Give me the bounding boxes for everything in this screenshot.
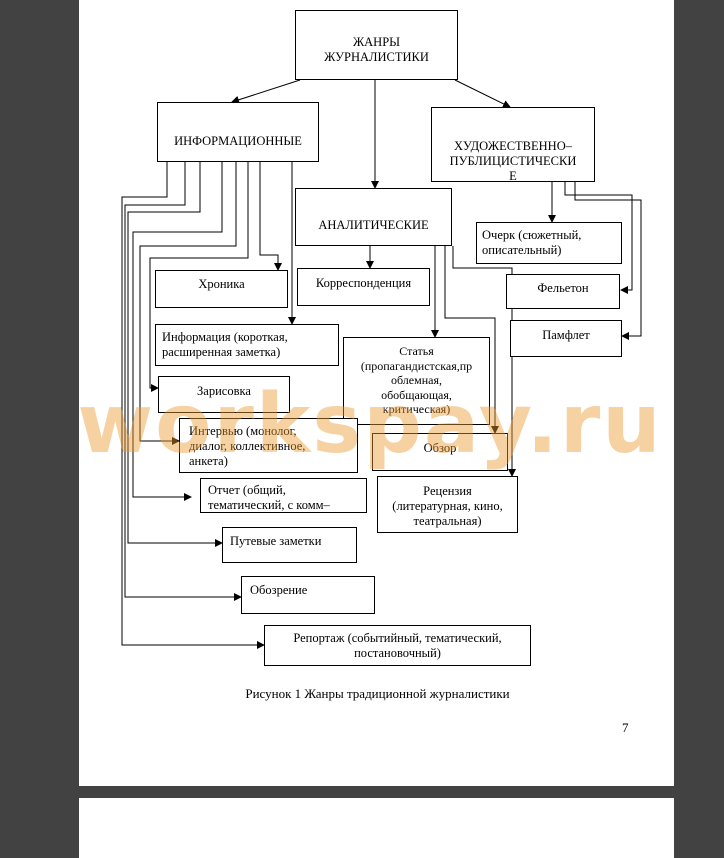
next-page [79, 798, 674, 858]
node-interview: Интервью (монолог, диалог, коллективное,… [179, 418, 358, 473]
figure-caption: Рисунок 1 Жанры традиционной журналистик… [245, 686, 510, 701]
node-survey: Обозрение [241, 576, 375, 614]
watermark: workspay.ru [77, 377, 663, 472]
node-chronicle: Хроника [155, 270, 288, 308]
node-article: Статья (пропагандистская,пр облемная, об… [343, 337, 490, 425]
edge-root-info [231, 79, 301, 104]
node-correspondence: Корреспонденция [297, 268, 430, 306]
edge-info-sketch [149, 162, 249, 392]
edge-anal-obzor [444, 246, 499, 434]
edge-info-survey [124, 162, 242, 601]
edge-art-feuilleton [564, 182, 633, 294]
edge-info-reportage [121, 162, 265, 649]
edge-info-chronicle [259, 162, 282, 271]
node-pamphlet: Памфлет [510, 320, 622, 357]
node-recension: Рецензия (литературная, кино, театральна… [377, 476, 518, 533]
node-travel-notes: Путевые заметки [222, 527, 357, 563]
node-otchet: Отчет (общий, тематический, с комм– [200, 478, 367, 513]
edge-info-travel [127, 162, 223, 547]
node-reportage: Репортаж (событийный, тематический, пост… [264, 625, 531, 666]
node-artistic-publicistic: ХУДОЖЕСТВЕННО– ПУБЛИЦИСТИЧЕСКИ Е [431, 107, 595, 182]
node-feuilleton: Фельетон [506, 274, 620, 309]
node-analytical: АНАЛИТИЧЕСКИЕ [295, 188, 452, 246]
node-informational: ИНФОРМАЦИОННЫЕ [157, 102, 319, 162]
node-information: Информация (короткая, расширенная заметк… [155, 324, 339, 366]
edge-root-art [454, 79, 511, 108]
edge-info-interview [139, 162, 237, 445]
node-essay: Очерк (сюжетный, описательный) [476, 222, 622, 264]
node-sketch: Зарисовка [158, 376, 290, 413]
node-root: ЖАНРЫ ЖУРНАЛИСТИКИ [295, 10, 458, 80]
edge-art-pamphlet [574, 182, 642, 340]
node-obzor: Обзор [372, 433, 508, 471]
page-number: 7 [622, 720, 629, 735]
edge-anal-recension [452, 246, 516, 477]
edge-info-otchet [132, 162, 223, 501]
